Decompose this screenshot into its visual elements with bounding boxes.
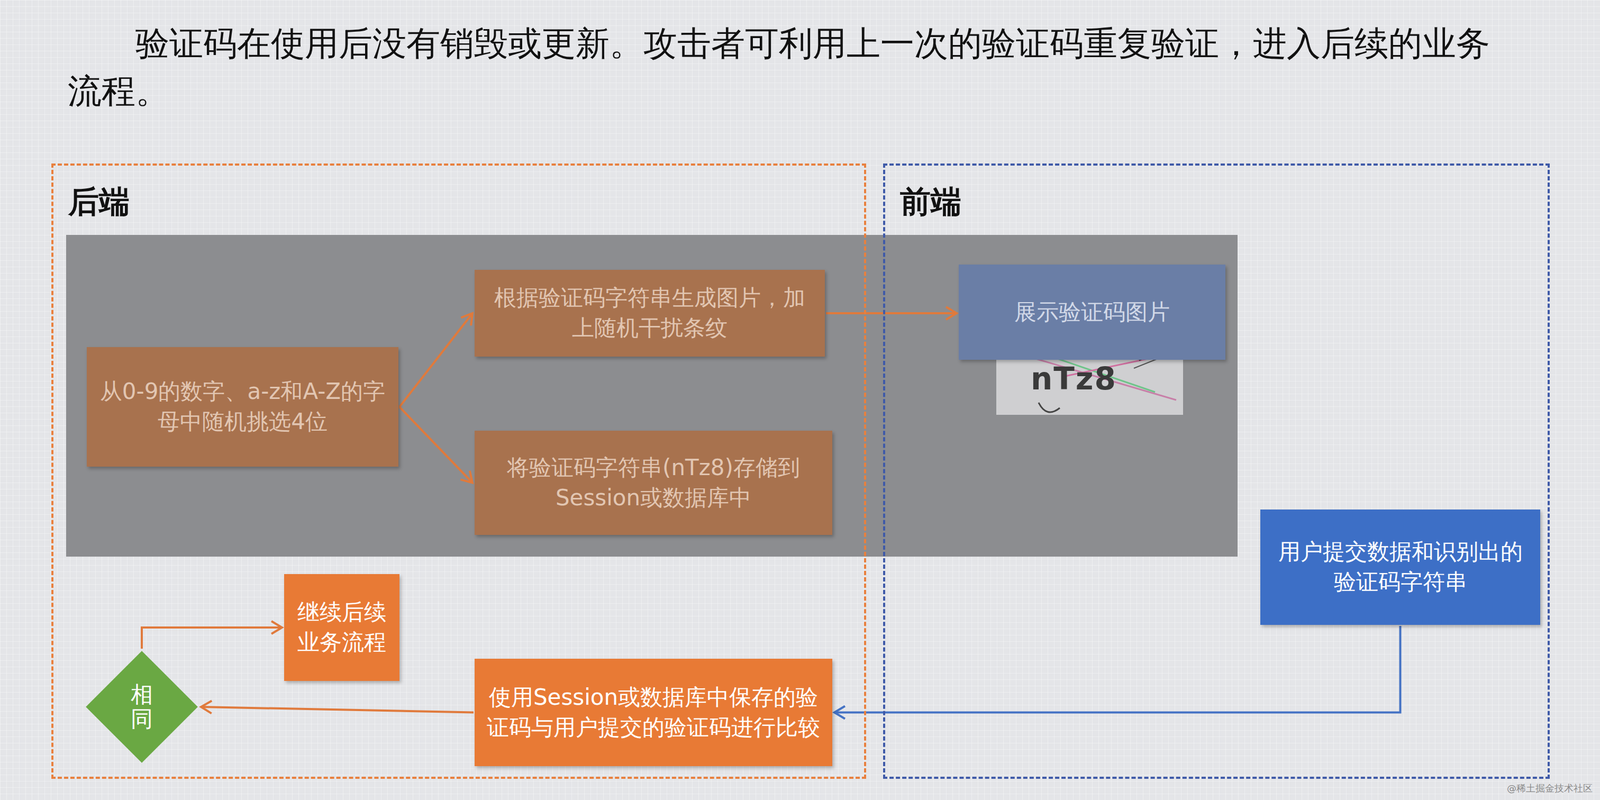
box-label: 展示验证码图片 [1014,297,1170,328]
process-box: 根据验证码字符串生成图片，加上随机干扰条纹 [474,269,825,357]
flow-arrow [399,406,473,484]
box-label: 从0-9的数字、a-z和A-Z的字母中随机挑选4位 [96,376,389,437]
captcha-image [996,344,1184,415]
backend-region: 后端从0-9的数字、a-z和A-Z的字母中随机挑选4位 根据验证码字符串生成图片，… [51,163,867,779]
process-box: 用户提交数据和识别出的验证码字符串 [1260,509,1541,625]
box-label: 用户提交数据和识别出的验证码字符串 [1269,537,1531,597]
process-box: 使用Session或数据库中保存的验证码与用户提交的验证码进行比较 [474,658,833,767]
flow-arrow [825,306,957,320]
box-label: 继续后续业务流程 [293,597,390,658]
process-box: 展示验证码图片 [958,264,1226,360]
process-box: 继续后续业务流程 [284,574,400,681]
frontend-region: 前端展示验证码图片用户提交数据和识别出的验证码字符串 [883,163,1550,779]
slide-title: 验证码在使用后没有销毁或更新。攻击者可利用上一次的验证码重复验证，进入后续的业务… [67,20,1497,115]
process-box: 将验证码字符串(nTz8)存储到Session或数据库中 [474,430,833,535]
box-label: 将验证码字符串(nTz8)存储到Session或数据库中 [484,452,823,513]
flow-arrow [141,621,283,649]
flow-arrow [201,700,474,714]
box-label: 使用Session或数据库中保存的验证码与用户提交的验证码进行比较 [484,682,823,743]
decision-diamond: 相同 [84,649,199,765]
flow-arrow [834,625,1401,720]
captcha-text: nTz8 [1030,360,1117,397]
region-heading: 后端 [68,181,130,223]
region-heading: 前端 [900,181,962,223]
box-label: 根据验证码字符串生成图片，加上随机干扰条纹 [484,283,816,343]
watermark: @稀土掘金技术社区 [1506,782,1593,795]
process-box: 从0-9的数字、a-z和A-Z的字母中随机挑选4位 [86,347,399,467]
diamond-shape [84,649,199,765]
captcha-noise [996,344,1184,415]
flow-arrow [399,313,473,407]
box-label: 相同 [130,682,153,732]
